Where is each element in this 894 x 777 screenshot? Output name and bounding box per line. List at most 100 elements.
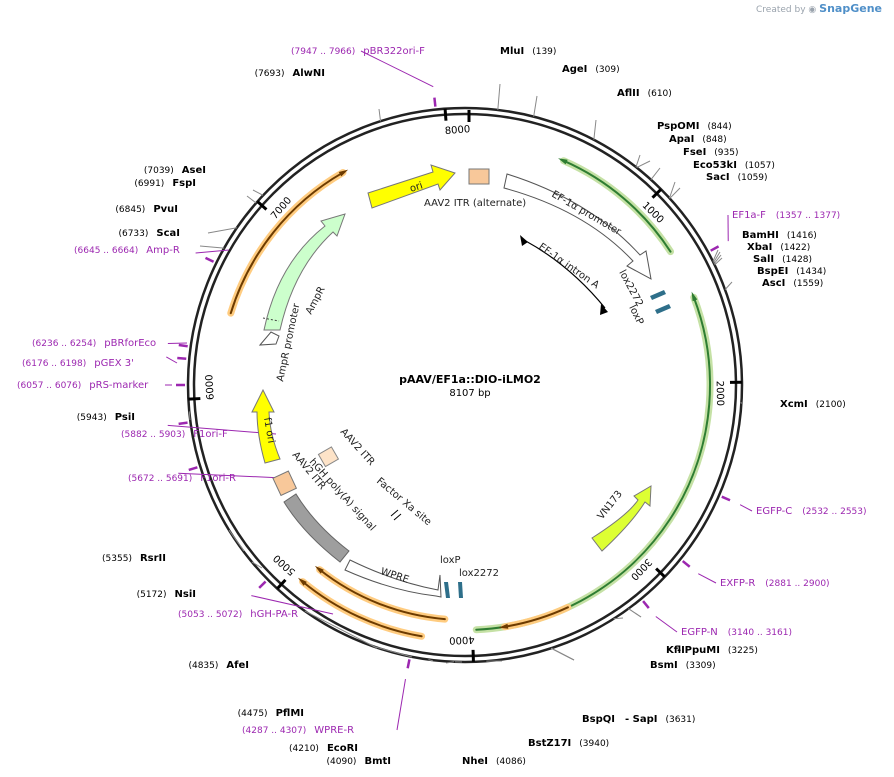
f1-ori-arrow[interactable] — [251, 388, 281, 464]
primer-mark-hgh-pa-r — [258, 580, 267, 589]
enzyme-name: BmtI — [364, 756, 391, 767]
enzyme-label-apai[interactable]: ApaI(848) — [669, 134, 727, 145]
enzyme-label-xbai[interactable]: XbaI(1422) — [747, 242, 810, 253]
enzyme-label-pvui[interactable]: (6845)PvuI — [115, 204, 178, 215]
enzyme-label-ppumi[interactable]: - PpuMI(3225) — [677, 645, 758, 656]
enzyme-label-xcmi[interactable]: XcmI(2100) — [780, 399, 846, 410]
primer-line-pbrforeco — [167, 342, 188, 345]
lox2272-upper-glyph[interactable] — [650, 290, 666, 300]
enzyme-label-kfli[interactable]: KflI — [666, 645, 685, 656]
lower-right-orange-arc-glow — [501, 603, 572, 631]
primer-line-egfp-n — [655, 616, 678, 633]
enzyme-label-fspi[interactable]: (6991) FspI — [134, 178, 196, 189]
enzyme-position: (7693) — [255, 69, 285, 79]
tick-label-2000: 2000 — [714, 381, 726, 407]
primer-label-f1ori-f[interactable]: (5882 .. 5903)F1ori-F — [121, 429, 228, 440]
enzyme-position: (4090) — [327, 757, 357, 767]
enzyme-name: AfeI — [226, 660, 249, 671]
vn173-arrow[interactable] — [591, 485, 652, 552]
enzyme-label-sapi[interactable]: - SapI(3631) — [625, 714, 695, 725]
primer-label-wpre-r[interactable]: (4287 .. 4307)WPRE-R — [242, 725, 354, 736]
enzyme-label-fsei[interactable]: FseI(935) — [683, 147, 739, 158]
ef1a-promoter-arrow[interactable] — [503, 173, 652, 280]
primer-range: (6176 .. 6198) — [22, 359, 86, 369]
ampr-arc-head-icon — [338, 169, 349, 177]
enzyme-line-bamhi — [712, 249, 719, 262]
primer-name: pGEX 3' — [94, 358, 134, 369]
lower-right-orange-arc — [503, 606, 569, 628]
enzyme-label-scai[interactable]: (6733)ScaI — [118, 228, 180, 239]
enzyme-position: (3940) — [579, 739, 609, 749]
enzyme-label-afei[interactable]: (4835)AfeI — [188, 660, 249, 671]
enzyme-label-alwni[interactable]: (7693)AlwNI — [255, 68, 325, 79]
enzyme-label-asei[interactable]: (7039)AseI — [144, 165, 206, 176]
enzyme-position: (1559) — [793, 279, 823, 289]
enzyme-label-asci[interactable]: AscI (1559) — [762, 278, 823, 289]
tick-mark-1000 — [651, 188, 663, 199]
ampr-promoter-arrow[interactable] — [258, 331, 280, 346]
primer-label-f1ori-r[interactable]: (5672 .. 5691)F1ori-R — [128, 473, 236, 484]
cds-arc-glow — [472, 293, 714, 634]
enzyme-name: ApaI — [669, 134, 694, 145]
enzyme-label-nhei[interactable]: NheI(4086) — [462, 756, 526, 767]
enzyme-label-bsmi[interactable]: BsmI(3309) — [650, 660, 716, 671]
lower-left-outer-arc-head-icon — [297, 577, 307, 586]
enzyme-label-saci[interactable]: SacI(1059) — [706, 172, 768, 183]
enzyme-name: AscI — [762, 278, 785, 289]
aav2-itr-lower-box[interactable] — [272, 470, 298, 497]
enzyme-position: (6991) — [134, 179, 164, 189]
enzyme-line-pspomi — [635, 154, 641, 168]
enzyme-position: (844) — [707, 122, 731, 132]
primer-label-exfp-r[interactable]: EXFP-R(2881 .. 2900) — [720, 578, 830, 589]
enzyme-label-nsii[interactable]: (5172)NsiI — [137, 589, 196, 600]
enzyme-label-bamhi[interactable]: BamHI(1416) — [742, 230, 817, 241]
enzyme-label-bmti[interactable]: (4090) BmtI — [327, 756, 391, 767]
lox2272-lower-glyph[interactable] — [458, 582, 463, 598]
enzyme-label-bstz17i[interactable]: BstZ17I(3940) — [528, 738, 609, 749]
primer-range: (6057 .. 6076) — [17, 381, 81, 391]
enzyme-line-xbai — [713, 251, 721, 263]
enzyme-label-bspqi[interactable]: BspQI — [582, 714, 615, 725]
ori-arrow[interactable] — [367, 164, 456, 209]
brand-name: SnapGene — [819, 2, 882, 15]
enzyme-label-rsrii[interactable]: (5355)RsrII — [102, 553, 166, 564]
enzyme-label-mlui[interactable]: MluI(139) — [500, 46, 556, 57]
tick-mark-8000 — [443, 108, 448, 121]
aav2-itr-inner-box[interactable] — [317, 446, 340, 468]
enzyme-label-psii[interactable]: (5943)PsiI — [77, 412, 135, 423]
loxp-upper-glyph[interactable] — [655, 304, 671, 314]
enzyme-label-agei[interactable]: AgeI(309) — [562, 64, 620, 75]
enzyme-label-pspomi[interactable]: PspOMI(844) — [657, 121, 732, 132]
enzyme-label-ecori[interactable]: (4210)EcoRI — [289, 743, 358, 754]
enzyme-name: BsmI — [650, 660, 678, 671]
tick-mark-7000 — [256, 200, 268, 211]
enzyme-labels: MluI(139) AgeI(309) AflII(610) PspOMI(844) A… — [77, 46, 846, 767]
lower-right-arc-head-icon — [498, 623, 509, 629]
feature-label-ori: ori — [409, 180, 425, 194]
aav2-itr-alternate-box[interactable] — [468, 168, 490, 185]
primer-label-pgex-3[interactable]: (6176 .. 6198) pGEX 3' — [22, 358, 134, 369]
primer-label-hgh-pa-r[interactable]: (5053 .. 5072)hGH-PA-R — [178, 609, 298, 620]
enzyme-position: (3631) — [665, 715, 695, 725]
loxp-lower-glyph[interactable] — [444, 582, 450, 598]
primer-label-ef1a-f[interactable]: EF1a-F(1357 .. 1377) — [732, 210, 840, 221]
enzyme-name: FspI — [172, 178, 196, 189]
enzyme-label-pflmi[interactable]: (4475)PflMI — [238, 708, 304, 719]
primer-label-amp-r[interactable]: (6645 .. 6664)Amp-R — [74, 245, 180, 256]
primer-label-pbr322ori-f[interactable]: (7947 .. 7966)pBR322ori-F — [291, 46, 425, 57]
tick-label-4000: 4000 — [449, 633, 475, 645]
primer-label-pbrforeco[interactable]: (6236 .. 6254)pBRforEco — [32, 338, 156, 349]
primer-line-egfp-c — [739, 504, 753, 512]
wpre-arrow[interactable] — [344, 559, 442, 598]
primer-label-egfp-c[interactable]: EGFP-C(2532 .. 2553) — [756, 506, 867, 517]
hgh-polya-signal-shape[interactable] — [283, 493, 350, 563]
ampr-arrow[interactable] — [263, 213, 346, 331]
primer-label-egfp-n[interactable]: EGFP-N(3140 .. 3161) — [681, 627, 792, 638]
primer-name: hGH-PA-R — [250, 609, 298, 620]
enzyme-label-aflii[interactable]: AflII(610) — [617, 88, 672, 99]
primer-label-prs-marker[interactable]: (6057 .. 6076)pRS-marker — [17, 380, 149, 391]
enzyme-position: (935) — [714, 148, 738, 158]
enzyme-label-sali[interactable]: SalI(1428) — [753, 254, 812, 265]
enzyme-label-eco53ki[interactable]: Eco53kI(1057) — [693, 160, 775, 171]
enzyme-label-bspei[interactable]: BspEI(1434) — [757, 266, 826, 277]
